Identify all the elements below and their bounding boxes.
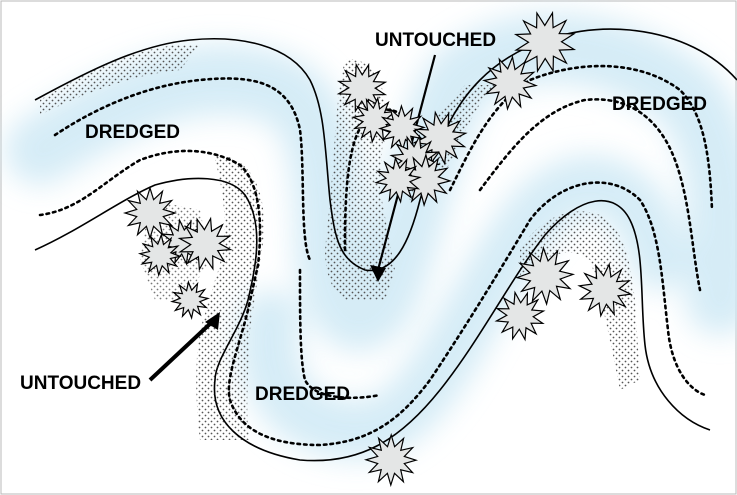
label-untouched-top: UNTOUCHED	[375, 30, 496, 51]
label-dredged-right: DREDGED	[612, 94, 707, 115]
label-dredged-bottom: DREDGED	[255, 384, 350, 405]
label-untouched-left: UNTOUCHED	[20, 373, 141, 394]
label-dredged-left: DREDGED	[85, 122, 180, 143]
